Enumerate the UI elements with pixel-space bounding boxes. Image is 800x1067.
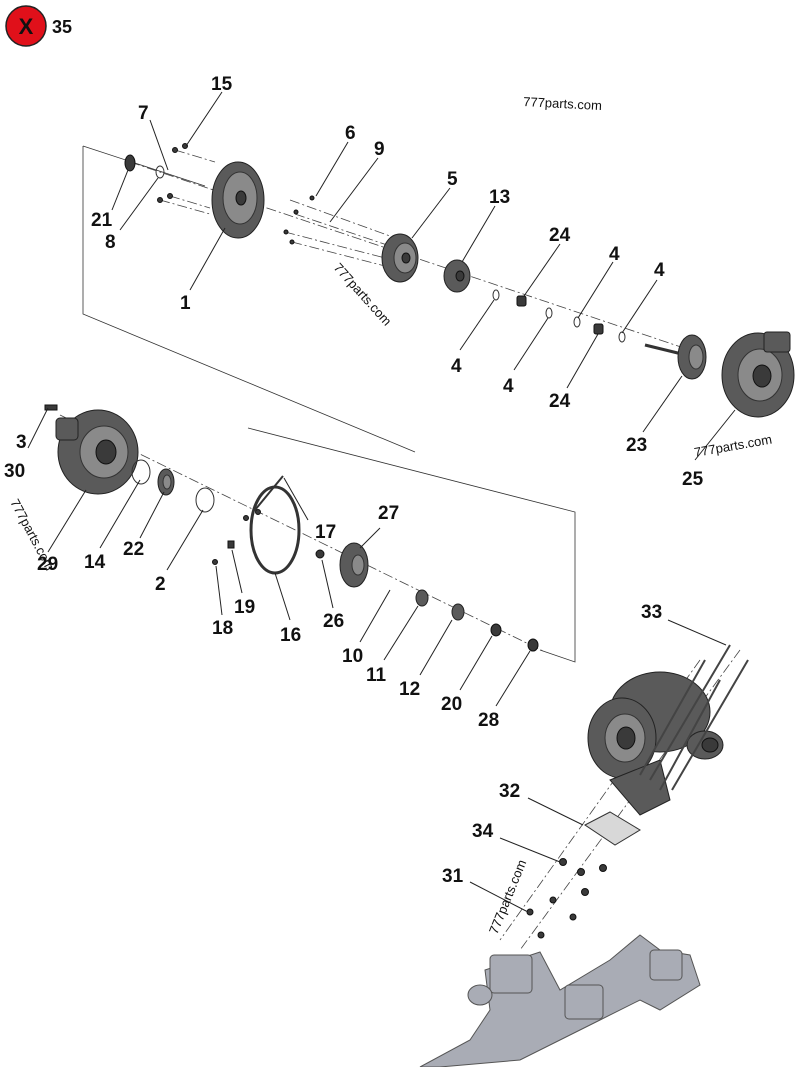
part-25-turbine-housing — [721, 331, 795, 418]
part-23-turbine-wheel — [644, 334, 707, 380]
leader-lines — [27, 91, 736, 913]
callout-32[interactable]: 32 — [499, 781, 520, 802]
part-3-pin — [44, 404, 58, 411]
bolts-6-9 — [283, 195, 391, 267]
callout-4-a[interactable]: 4 — [609, 244, 620, 265]
callout-17[interactable]: 17 — [315, 522, 336, 543]
callout-27[interactable]: 27 — [378, 503, 399, 524]
nuts-34-31 — [526, 858, 607, 939]
turbocharger-assembly — [587, 671, 724, 816]
part-2-oring — [195, 487, 215, 513]
callout-30[interactable]: 30 — [4, 461, 25, 482]
bolts-15 — [157, 143, 216, 215]
callout-labels: 15 7 6 9 5 13 21 8 1 24 4 4 4 4 24 23 25… — [4, 74, 704, 887]
callout-3[interactable]: 3 — [16, 432, 27, 453]
exhaust-manifold — [419, 934, 701, 1067]
callout-11[interactable]: 11 — [366, 665, 387, 686]
part-4-ring-b — [545, 307, 553, 319]
part-32-gasket — [584, 811, 641, 846]
callout-16[interactable]: 16 — [280, 625, 301, 646]
close-x-glyph: X — [19, 14, 34, 39]
part-5-center-housing — [381, 233, 419, 283]
callout-4-b[interactable]: 4 — [654, 260, 665, 281]
part-18-screw — [212, 559, 218, 565]
part-4-ring-a — [492, 289, 500, 301]
diagram-number: 35 — [52, 17, 72, 37]
part-14-oring — [131, 459, 151, 485]
callout-4-c[interactable]: 4 — [451, 356, 462, 377]
part-11-washer — [415, 589, 429, 607]
part-24-bearing-a — [516, 295, 527, 307]
part-29-compressor-housing — [55, 409, 139, 495]
part-28-sleeve — [527, 638, 539, 652]
callout-20[interactable]: 20 — [441, 694, 462, 715]
part-27-compressor-wheel — [339, 542, 369, 588]
frame-lower — [247, 427, 576, 663]
callout-22[interactable]: 22 — [123, 539, 144, 560]
callout-23[interactable]: 23 — [626, 435, 647, 456]
callout-12[interactable]: 12 — [399, 679, 420, 700]
watermark-top: 777parts.com — [523, 94, 602, 113]
callout-25[interactable]: 25 — [682, 469, 704, 490]
callout-31[interactable]: 31 — [442, 866, 464, 887]
callout-21[interactable]: 21 — [91, 210, 113, 231]
watermark-manifold: 777parts.com — [486, 857, 529, 936]
callout-9[interactable]: 9 — [374, 139, 385, 160]
studs-33 — [639, 644, 749, 791]
callout-14[interactable]: 14 — [84, 552, 106, 573]
callout-6[interactable]: 6 — [345, 123, 356, 144]
callout-26[interactable]: 26 — [323, 611, 344, 632]
part-13-thrust — [443, 259, 471, 293]
callout-29[interactable]: 29 — [37, 554, 58, 575]
callout-8[interactable]: 8 — [105, 232, 116, 253]
callout-33[interactable]: 33 — [641, 602, 662, 623]
callout-19[interactable]: 19 — [234, 597, 255, 618]
callout-28[interactable]: 28 — [478, 710, 499, 731]
frame-upper — [82, 146, 416, 453]
watermark-left: 777parts.com — [7, 496, 57, 573]
callout-10[interactable]: 10 — [342, 646, 363, 667]
frame-upper-top — [82, 145, 206, 187]
part-17-bolt-b — [255, 509, 261, 515]
part-20-sleeve — [490, 623, 502, 637]
part-19-nut — [227, 540, 235, 549]
callout-5[interactable]: 5 — [447, 169, 458, 190]
callout-24-b[interactable]: 24 — [549, 391, 571, 412]
part-16-v-clamp — [249, 475, 301, 575]
callout-18[interactable]: 18 — [212, 618, 233, 639]
part-7-seal — [155, 165, 165, 179]
callout-24-a[interactable]: 24 — [549, 225, 571, 246]
part-1-backplate — [211, 161, 265, 239]
part-21-washer — [124, 154, 136, 172]
watermark-turbine: 777parts.com — [693, 432, 773, 460]
header-badge[interactable]: X 35 — [5, 5, 72, 47]
callout-1[interactable]: 1 — [180, 293, 191, 314]
callout-34[interactable]: 34 — [472, 821, 494, 842]
callout-7[interactable]: 7 — [138, 103, 149, 124]
callout-2[interactable]: 2 — [155, 574, 166, 595]
callout-13[interactable]: 13 — [489, 187, 510, 208]
part-26-nut — [315, 549, 325, 559]
part-4-ring-c — [573, 316, 581, 328]
part-22-seal-inner — [162, 474, 172, 490]
callout-15[interactable]: 15 — [211, 74, 233, 95]
part-24-bearing-b — [593, 323, 604, 335]
close-x-icon[interactable] — [5, 5, 47, 47]
part-12-washer — [451, 603, 465, 621]
part-4-ring-d — [618, 331, 626, 343]
callout-4-d[interactable]: 4 — [503, 376, 514, 397]
part-17-bolt-a — [243, 515, 249, 521]
